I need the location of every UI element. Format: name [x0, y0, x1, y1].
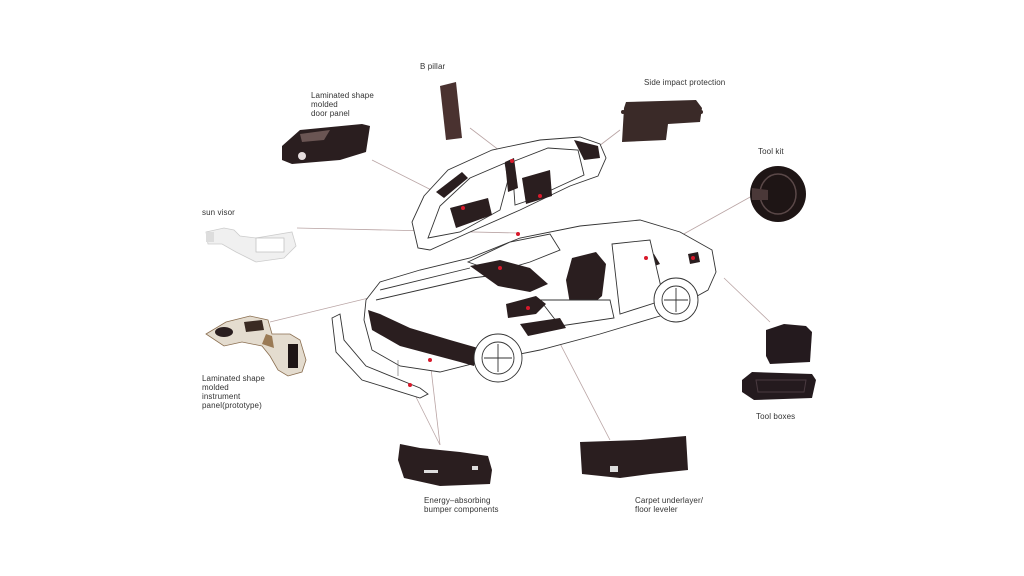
leader-line-bumper-a: [429, 359, 441, 446]
leader-line-carpet: [552, 329, 611, 441]
marker-console: [526, 306, 530, 310]
label-door-panel: Laminated shape molded door panel: [311, 91, 374, 118]
label-carpet: Carpet underlayer/ floor leveler: [635, 496, 704, 514]
b-pillar-part: [440, 82, 462, 140]
bumper-components-part: [398, 444, 492, 486]
tool-kit-part: [750, 166, 806, 222]
door-panel-part: [282, 124, 370, 164]
instrument-panel-part: [205, 315, 307, 377]
label-tool-boxes: Tool boxes: [756, 412, 796, 421]
marker-instrument-panel: [498, 266, 502, 270]
marker-tool-kit: [644, 256, 648, 260]
leader-line-sun-visor: [296, 227, 519, 234]
side-impact-part: [621, 100, 703, 142]
tool-boxes-part: [742, 324, 816, 400]
carpet-underlayer-part: [580, 436, 688, 478]
sun-visor-part: [205, 227, 297, 263]
main-car-body: [363, 219, 717, 383]
leader-line-tool-boxes: [723, 277, 771, 323]
marker-side-impact: [538, 194, 542, 198]
upper-body-frame: [411, 136, 607, 251]
label-sun-visor: sun visor: [202, 208, 235, 217]
label-instrument-panel: Laminated shape molded instrument panel(…: [202, 374, 265, 410]
label-tool-kit: Tool kit: [758, 147, 784, 156]
part-markers: [408, 159, 695, 387]
marker-bumper-skin: [408, 383, 412, 387]
marker-tool-boxes: [691, 256, 695, 260]
label-bumper: Energy–absorbing bumper components: [424, 496, 499, 514]
label-side-impact: Side impact protection: [644, 78, 726, 87]
marker-bumper-beam: [428, 358, 432, 362]
front-bumper-skin: [331, 313, 429, 399]
marker-b-pillar: [510, 159, 514, 163]
label-b-pillar: B pillar: [420, 62, 446, 71]
marker-sun-visor: [516, 232, 520, 236]
marker-door-panel: [461, 206, 465, 210]
